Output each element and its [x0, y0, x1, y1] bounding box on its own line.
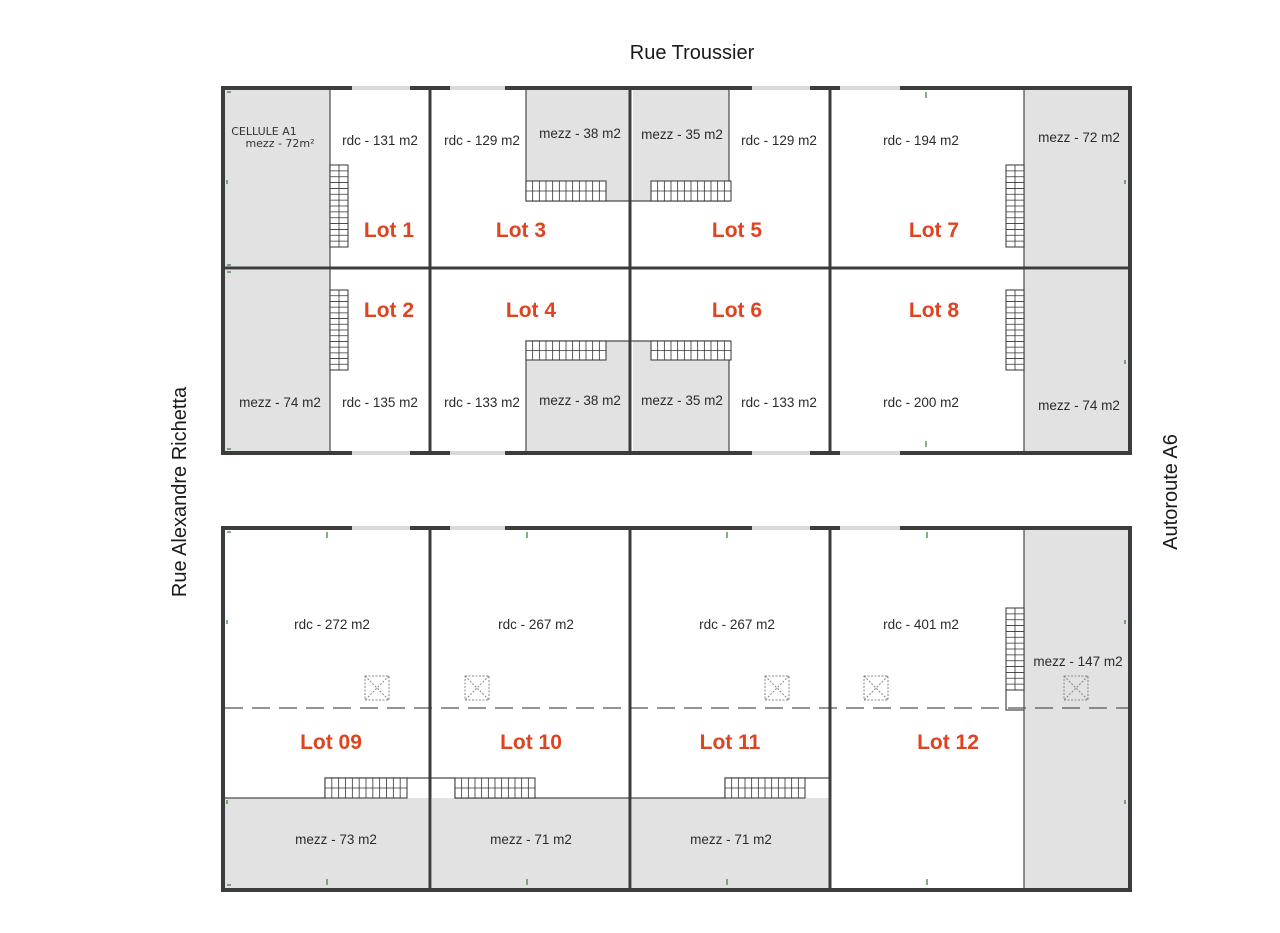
lot8-mezz-area: mezz - 74 m2 [1038, 398, 1120, 413]
lot7-rdc-area: rdc - 194 m2 [883, 133, 959, 148]
lot1-rdc-area: rdc - 131 m2 [342, 133, 418, 148]
lot3-label[interactable]: Lot 3 [496, 219, 546, 242]
staircase-lot5 [650, 180, 732, 202]
bottom-building [221, 526, 1132, 892]
lot4-label[interactable]: Lot 4 [506, 299, 556, 322]
lot8-rdc-area: rdc - 200 m2 [883, 395, 959, 410]
lot3-rdc-area: rdc - 129 m2 [444, 133, 520, 148]
lot6-label[interactable]: Lot 6 [712, 299, 762, 322]
mezzanine-area-lot8 [1024, 270, 1128, 451]
mezzanine-area-lot1 [225, 90, 330, 268]
lot2-label[interactable]: Lot 2 [364, 299, 414, 322]
lot5-rdc-area: rdc - 129 m2 [741, 133, 817, 148]
mezzanine-area-lot12 [1024, 530, 1128, 888]
wall-ticks [226, 91, 1126, 886]
lot4-mezz-area: mezz - 38 m2 [539, 393, 621, 408]
lot11-mezz-area: mezz - 71 m2 [690, 832, 772, 847]
mezzanine-area-lot2 [225, 270, 330, 451]
lot12-mezz-area: mezz - 147 m2 [1033, 654, 1122, 669]
staircase-lot3 [525, 180, 607, 202]
staircase-lot1 [329, 164, 349, 248]
staircase-lot4 [525, 340, 607, 361]
skylight-markers [364, 675, 1089, 701]
lot7-label[interactable]: Lot 7 [909, 219, 959, 242]
staircase-lot2 [329, 289, 349, 371]
mezzanine-area-lot11 [632, 798, 829, 888]
lot09-rdc-area: rdc - 272 m2 [294, 617, 370, 632]
lot1-label[interactable]: Lot 1 [364, 219, 414, 242]
staircase-lot10 [454, 777, 536, 799]
bottom-building-outline [221, 526, 1132, 892]
street-right-label: Autoroute A6 [1160, 434, 1182, 550]
lot2-rdc-area: rdc - 135 m2 [342, 395, 418, 410]
lot2-mezz-area: mezz - 74 m2 [239, 395, 321, 410]
staircase-lot11 [724, 777, 806, 799]
lot10-mezz-area: mezz - 71 m2 [490, 832, 572, 847]
top-building-outline [221, 86, 1132, 455]
lot1-mezz-note: mezz - 72m² [245, 137, 314, 150]
lot1-cell-note: CELLULE A1 [231, 125, 297, 138]
mezzanine-area-lot7 [1024, 90, 1128, 268]
top-building [221, 86, 1132, 455]
lot11-label[interactable]: Lot 11 [700, 731, 761, 754]
lot09-mezz-area: mezz - 73 m2 [295, 832, 377, 847]
staircases [324, 164, 1025, 799]
lot5-label[interactable]: Lot 5 [712, 219, 762, 242]
staircase-lot6 [650, 340, 732, 361]
lot5-mezz-area: mezz - 35 m2 [641, 127, 723, 142]
lot3-mezz-area: mezz - 38 m2 [539, 126, 621, 141]
lot6-rdc-area: rdc - 133 m2 [741, 395, 817, 410]
street-left-label: Rue Alexandre Richetta [169, 386, 191, 597]
mezzanine-area-lot09 [225, 798, 429, 888]
lot12-rdc-area: rdc - 401 m2 [883, 617, 959, 632]
lot10-rdc-area: rdc - 267 m2 [498, 617, 574, 632]
lot7-mezz-area: mezz - 72 m2 [1038, 130, 1120, 145]
lot11-rdc-area: rdc - 267 m2 [699, 617, 775, 632]
lot6-mezz-area: mezz - 35 m2 [641, 393, 723, 408]
lot8-label[interactable]: Lot 8 [909, 299, 959, 322]
street-top-label: Rue Troussier [630, 42, 755, 64]
staircase-lot7 [1005, 164, 1025, 248]
lot12-label[interactable]: Lot 12 [917, 731, 979, 754]
staircase-lot09 [324, 777, 408, 799]
lot09-label[interactable]: Lot 09 [300, 731, 362, 754]
staircase-lot12 [1005, 607, 1025, 691]
staircase-lot8 [1005, 289, 1025, 371]
mezzanine-area-lot10 [432, 798, 629, 888]
lot10-label[interactable]: Lot 10 [500, 731, 562, 754]
lot4-rdc-area: rdc - 133 m2 [444, 395, 520, 410]
